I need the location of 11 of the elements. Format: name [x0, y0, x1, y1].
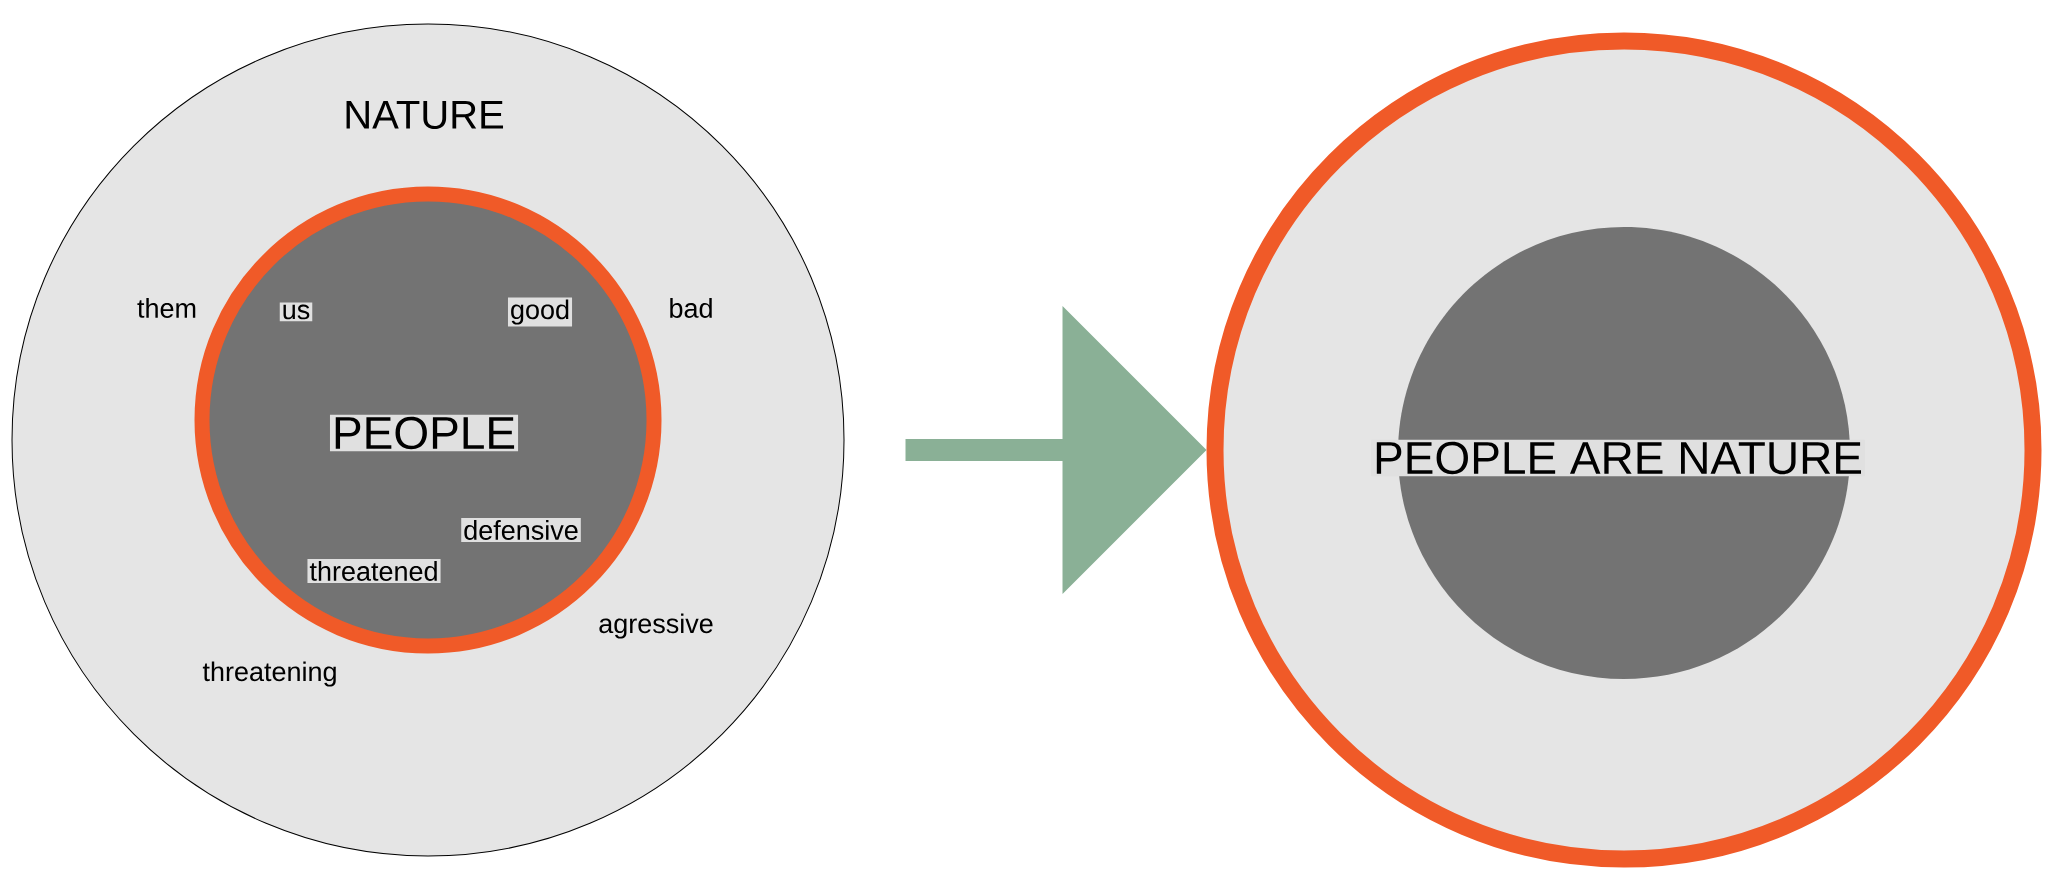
word-label: defensive — [461, 518, 581, 542]
word-label: threatened — [307, 559, 441, 583]
word-label: threatening — [202, 661, 336, 687]
circle-title: PEOPLE — [329, 414, 519, 452]
circle-title: NATURE — [346, 101, 503, 129]
circle-title: PEOPLE ARE NATURE — [1371, 439, 1865, 477]
word-label: good — [508, 297, 573, 327]
word-label: agressive — [599, 613, 713, 639]
word-label: bad — [670, 298, 712, 318]
arrow — [905, 306, 1207, 594]
word-label: them — [137, 298, 196, 318]
